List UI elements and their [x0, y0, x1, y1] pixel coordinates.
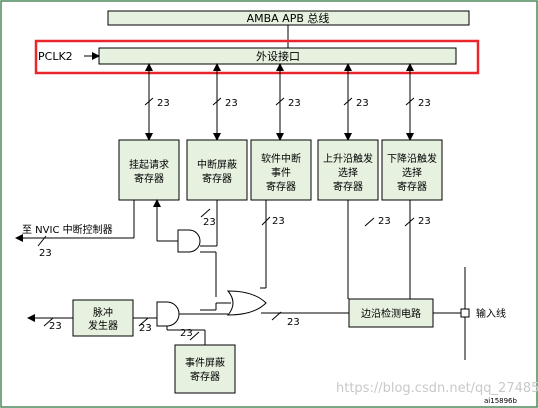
input-pin	[460, 308, 470, 318]
rising-bus-width: 23	[378, 216, 391, 227]
nvic-path: 23	[15, 200, 135, 259]
svg-text:选择: 选择	[338, 166, 358, 179]
svg-text:寄存器: 寄存器	[202, 172, 232, 185]
svg-text:23: 23	[157, 98, 170, 109]
svg-text:寄存器: 寄存器	[134, 172, 164, 185]
watermark: https://blog.csdn.net/qq_27485531	[336, 381, 538, 396]
event-and-gate	[156, 301, 180, 327]
pclk2-label: PCLK2	[38, 50, 73, 63]
event-mask-line-1: 事件屏蔽	[185, 356, 225, 369]
amba-apb-bus-label: AMBA APB 总线	[247, 11, 330, 25]
svg-text:挂起请求: 挂起请求	[129, 158, 169, 171]
or-gate	[226, 290, 267, 316]
pulse-generator	[72, 299, 134, 337]
input-line-label: 输入线	[476, 307, 506, 320]
svg-text:软件中断: 软件中断	[261, 152, 301, 165]
svg-text:选择: 选择	[402, 166, 422, 179]
svg-text:寄存器: 寄存器	[266, 180, 296, 193]
peripheral-interface-label: 外设接口	[256, 50, 300, 63]
interrupt-and-gate	[177, 229, 201, 253]
pending-register: 挂起请求 寄存器	[118, 139, 180, 201]
svg-text:23: 23	[356, 98, 369, 109]
edge-bus-width: 23	[287, 317, 300, 328]
edge-detect-label: 边沿检测电路	[361, 307, 421, 320]
register-buses: 23 23 23 23 23	[144, 63, 431, 141]
pulse-in-bus-width: 23	[139, 323, 152, 334]
event-mask-bus-width: 23	[180, 328, 193, 339]
highlight-box	[34, 39, 480, 75]
mask-bus-width: 23	[203, 217, 216, 228]
svg-text:23: 23	[288, 98, 301, 109]
figure-id: ai15896b	[484, 397, 518, 405]
event-mask-line-2: 寄存器	[190, 370, 220, 383]
pulse-generator-line-1: 脉冲	[93, 306, 113, 319]
falling-trigger-register: 下降沿触发 选择 寄存器	[381, 139, 443, 201]
edge-detect-circuit	[348, 298, 434, 328]
svg-text:寄存器: 寄存器	[397, 180, 427, 193]
svg-text:23: 23	[418, 98, 431, 109]
svg-text:寄存器: 寄存器	[333, 180, 363, 193]
software-bus-width: 23	[272, 216, 285, 227]
interrupt-mask-register: 中断屏蔽 寄存器	[186, 139, 248, 201]
svg-text:下降沿触发: 下降沿触发	[387, 152, 437, 165]
nvic-label: 至 NVIC 中断控制器	[22, 223, 113, 236]
pulse-out-bus-width: 23	[49, 321, 62, 332]
svg-text:事件: 事件	[271, 166, 291, 179]
svg-text:23: 23	[39, 248, 52, 259]
event-mask-register	[174, 344, 236, 394]
svg-text:中断屏蔽: 中断屏蔽	[197, 158, 237, 171]
falling-bus-width: 23	[418, 216, 431, 227]
svg-text:23: 23	[225, 98, 238, 109]
pulse-generator-line-2: 发生器	[88, 319, 118, 332]
svg-text:上升沿触发: 上升沿触发	[323, 152, 373, 165]
rising-trigger-register: 上升沿触发 选择 寄存器	[317, 139, 379, 201]
software-interrupt-register: 软件中断 事件 寄存器	[250, 139, 312, 201]
